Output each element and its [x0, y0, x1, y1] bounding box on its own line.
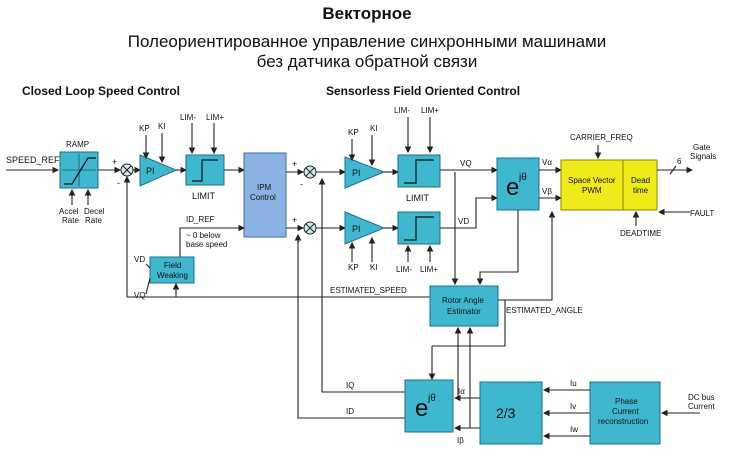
- lim-plus-label: LIM+: [206, 113, 224, 122]
- limit-q-label: LIMIT: [406, 193, 430, 203]
- gate-signals-label-2: Signals: [690, 152, 716, 161]
- vd-fw-label: VD: [134, 255, 145, 264]
- pcr-label: Phase: [615, 397, 638, 406]
- lim-minus-d-label: LIM-: [396, 265, 412, 274]
- pi-speed-block: [139, 154, 178, 187]
- accel-rate-label: Accel: [59, 207, 79, 216]
- limit-d-icon: [404, 216, 434, 241]
- estimated-angle-label: ESTIMATED_ANGLE: [506, 306, 583, 315]
- svpwm-label: Space Vector: [568, 176, 616, 185]
- ki-label: KI: [158, 122, 166, 131]
- plus-sign: +: [112, 157, 117, 167]
- minus-sign-q: -: [300, 179, 303, 189]
- ramp-icon: [64, 157, 96, 185]
- park-block: [404, 379, 454, 433]
- vd-label: VD: [458, 217, 469, 226]
- jtheta-symbol: jθ: [518, 172, 527, 183]
- rae-label: Rotor Angle: [442, 296, 484, 305]
- rotor-angle-estimator-block: [429, 285, 499, 327]
- gate-signals-label: Gate: [693, 143, 711, 152]
- slide-subtitle-line1: Полеориентированное управление синхронны…: [127, 32, 607, 51]
- ramp-label: RAMP: [66, 140, 89, 149]
- field-weakening-block: [149, 256, 195, 284]
- field-weakening-label: Field: [164, 261, 181, 270]
- iu-label: Iu: [570, 379, 577, 388]
- slide-title: Векторное: [322, 4, 412, 23]
- iq-label: IQ: [346, 381, 354, 390]
- pi-q-block: [344, 156, 386, 189]
- ialpha-label: Iα: [458, 387, 465, 396]
- estimated-speed-label: ESTIMATED_SPEED: [330, 286, 407, 295]
- ipm-control-block: [243, 152, 287, 238]
- rae-label-2: Estimator: [447, 307, 481, 316]
- valpha-label: Vα: [542, 158, 552, 167]
- section-label-speed: Closed Loop Speed Control: [22, 84, 180, 98]
- accel-rate-label-2: Rate: [62, 216, 79, 225]
- pcr-label-2: Current: [612, 407, 639, 416]
- jtheta-symbol-park: jθ: [427, 393, 436, 404]
- two-three-label: 2/3: [496, 405, 516, 421]
- ki-d-label: KI: [370, 263, 378, 272]
- e-symbol-park: e: [415, 395, 428, 422]
- svpwm-label-2: PWM: [582, 186, 602, 195]
- id-label: ID: [346, 407, 354, 416]
- lim-plus-d-label: LIM+: [420, 265, 438, 274]
- plus-sign-q: +: [292, 159, 297, 169]
- ibeta-label: Iβ: [457, 436, 464, 445]
- section-label-foc: Sensorless Field Oriented Control: [326, 84, 521, 98]
- id-note-label-2: base speed: [186, 240, 227, 249]
- slide-subtitle-line2: без датчика обратной связи: [256, 52, 478, 71]
- id-note-label: ~ 0 below: [186, 231, 221, 240]
- plus-sign-d: +: [292, 215, 297, 225]
- lim-minus-label: LIM-: [180, 113, 196, 122]
- kp-d-label: KP: [348, 263, 359, 272]
- pi-speed-label: PI: [146, 166, 155, 176]
- pi-d-block: [344, 211, 386, 245]
- speed-ref-label: SPEED_REF: [6, 155, 60, 165]
- minus-sign: -: [117, 178, 120, 188]
- deadtime-block: [622, 159, 658, 211]
- ipm-label: IPM: [257, 183, 272, 192]
- inverse-park-block: [496, 157, 540, 211]
- limit-icon: [192, 159, 218, 182]
- six-label: 6: [677, 157, 682, 166]
- kp-label: KP: [139, 124, 150, 133]
- dc-bus-label-2: Current: [688, 402, 715, 411]
- e-symbol: e: [506, 174, 519, 201]
- lim-minus-q-label: LIM-: [394, 106, 410, 115]
- limit-speed-label: LIMIT: [192, 191, 216, 201]
- limit-q-icon: [404, 159, 434, 184]
- decel-rate-label: Decel: [84, 207, 105, 216]
- pcr-label-3: reconstruction: [598, 417, 648, 426]
- field-weakening-label-2: Weaking: [157, 271, 188, 280]
- dc-bus-label: DC bus: [688, 393, 715, 402]
- ki-q-label: KI: [370, 124, 378, 133]
- iv-label: Iv: [570, 402, 576, 411]
- vq-fw-label: VQ: [134, 291, 146, 300]
- pi-q-label: PI: [352, 168, 361, 178]
- decel-rate-label-2: Rate: [85, 216, 102, 225]
- carrier-freq-label: CARRIER_FREQ: [570, 133, 633, 142]
- deadtime-label: DEADTIME: [620, 229, 661, 238]
- vq-label: VQ: [460, 159, 472, 168]
- iw-label: Iw: [570, 425, 578, 434]
- deadtime-block-label: Dead: [631, 176, 650, 185]
- id-ref-label: ID_REF: [186, 215, 215, 224]
- two-three-transform-block: [479, 381, 543, 445]
- fault-label: FAULT: [690, 209, 714, 218]
- pi-d-label: PI: [352, 224, 361, 234]
- kp-q-label: KP: [348, 128, 359, 137]
- vbeta-label: Vβ: [542, 187, 552, 196]
- lim-plus-q-label: LIM+: [421, 106, 439, 115]
- deadtime-block-label-2: time: [633, 186, 649, 195]
- ipm-label-2: Control: [250, 193, 276, 202]
- svpwm-block: [560, 159, 624, 211]
